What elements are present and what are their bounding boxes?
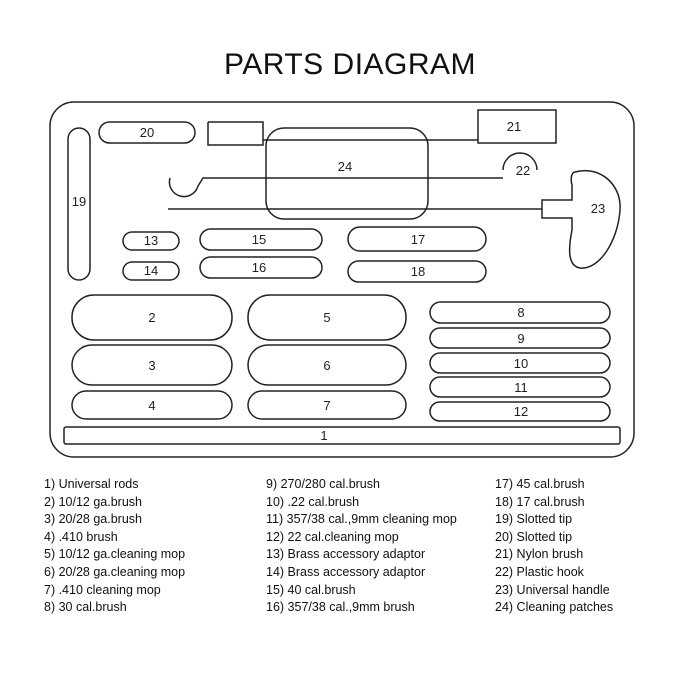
legend-item: 21) Nylon brush — [495, 547, 584, 562]
slot-13 — [122, 231, 180, 251]
slot-20 — [98, 121, 196, 144]
legend-item: 23) Universal handle — [495, 582, 610, 597]
legend-item: 14) Brass accessory adaptor — [266, 564, 426, 579]
slot-label-19: 19 — [72, 194, 86, 209]
case-outline — [49, 101, 635, 458]
legend-item: 24) Cleaning patches — [495, 600, 614, 615]
legend-column-3: 17) 45 cal.brush 18) 17 cal.brush 19) Sl… — [495, 476, 613, 617]
slot-label-21: 21 — [507, 119, 521, 134]
slot-label-15: 15 — [252, 232, 266, 247]
slot-10 — [429, 352, 611, 374]
slot-14 — [122, 261, 180, 281]
page-title: PARTS DIAGRAM — [223, 48, 477, 81]
slot-label-13: 13 — [144, 233, 158, 248]
legend-item: 9) 270/280 cal.brush — [266, 477, 380, 491]
legend-item: 3) 20/28 ga.brush — [44, 512, 142, 527]
legend-item: 12) 22 cal.cleaning mop — [266, 529, 399, 544]
slot-label-10: 10 — [514, 356, 528, 371]
hook-rod — [168, 177, 503, 198]
legend-item: 15) 40 cal.brush — [266, 582, 356, 597]
legend-item: 19) Slotted tip — [495, 512, 573, 527]
slot-label-20: 20 — [140, 125, 154, 140]
legend-item: 8) 30 cal.brush — [44, 600, 127, 615]
legend-column-2: 9) 270/280 cal.brush 10) .22 cal.brush 1… — [266, 476, 457, 617]
slot-1 — [63, 426, 621, 445]
legend-item: 13) Brass accessory adaptor — [266, 547, 426, 562]
slot-6 — [247, 344, 407, 386]
legend-item: 22) Plastic hook — [495, 564, 584, 579]
legend-item: 5) 10/12 ga.cleaning mop — [44, 547, 186, 562]
slot-8 — [429, 301, 611, 324]
legend-item: 20) Slotted tip — [495, 529, 573, 544]
slot-label-7: 7 — [323, 398, 330, 413]
legend-item: 2) 10/12 ga.brush — [44, 494, 142, 509]
slot-label-24: 24 — [338, 159, 352, 174]
slot-label-2: 2 — [148, 310, 155, 325]
slot-12 — [429, 401, 611, 422]
slot-label-16: 16 — [252, 260, 266, 275]
slot-19 — [67, 127, 91, 281]
slot-11 — [429, 376, 611, 398]
legend-item: 11) 357/38 cal.,9mm cleaning mop — [266, 512, 457, 527]
slot-3 — [71, 344, 233, 386]
slot-label-22: 22 — [516, 163, 530, 178]
slot-label-14: 14 — [144, 263, 158, 278]
slot-17 — [347, 226, 487, 252]
legend-column-1: 1) Universal rods 2) 10/12 ga.brush 3) 2… — [44, 476, 185, 617]
slot-21 — [207, 109, 557, 146]
legend-item: 1) Universal rods — [44, 477, 139, 491]
slot-22 — [502, 152, 538, 171]
slot-label-4: 4 — [148, 398, 155, 413]
slot-7 — [247, 390, 407, 420]
slot-label-6: 6 — [323, 358, 330, 373]
slot-23 — [541, 169, 621, 269]
slot-label-8: 8 — [517, 305, 524, 320]
slot-label-11: 11 — [514, 380, 528, 395]
slot-24 — [265, 127, 429, 220]
slot-label-17: 17 — [411, 232, 425, 247]
legend-item: 10) .22 cal.brush — [266, 494, 360, 509]
slot-label-18: 18 — [411, 264, 425, 279]
slot-15 — [199, 228, 323, 251]
legend-item: 17) 45 cal.brush — [495, 477, 585, 491]
legend-item: 16) 357/38 cal.,9mm brush — [266, 600, 415, 615]
legend-item: 4) .410 brush — [44, 529, 118, 544]
slot-18 — [347, 260, 487, 283]
slot-5 — [247, 294, 407, 341]
slot-9 — [429, 327, 611, 349]
slot-16 — [199, 256, 323, 279]
legend-item: 18) 17 cal.brush — [495, 494, 585, 509]
slot-label-5: 5 — [323, 310, 330, 325]
slot-label-23: 23 — [591, 201, 605, 216]
slot-2 — [71, 294, 233, 341]
legend-item: 7) .410 cleaning mop — [44, 582, 161, 597]
case-layout-diagram: 19 20 21 24 22 23 13 14 15 16 17 18 2 3 … — [49, 101, 635, 458]
legend-item: 6) 20/28 ga.cleaning mop — [44, 564, 186, 579]
slot-label-3: 3 — [148, 358, 155, 373]
slot-label-1: 1 — [320, 428, 327, 443]
slot-label-9: 9 — [517, 331, 524, 346]
slot-label-12: 12 — [514, 404, 528, 419]
slot-4 — [71, 390, 233, 420]
